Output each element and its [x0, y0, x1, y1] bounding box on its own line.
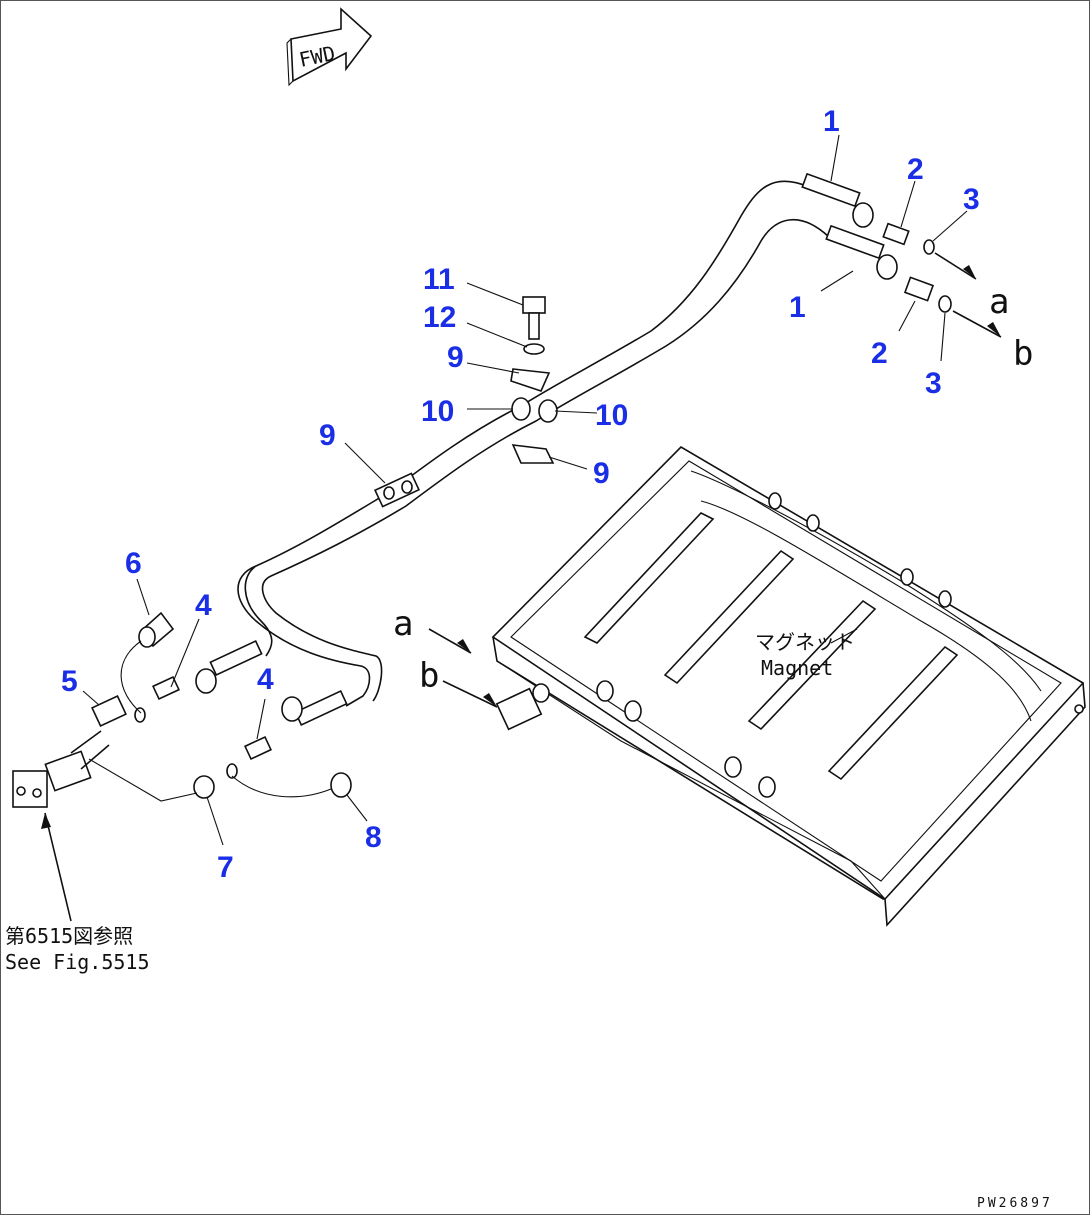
cushion-10-pair [511, 397, 558, 423]
connection-a-left: a [393, 604, 413, 644]
valve-block [12, 730, 110, 808]
fwd-label: FWD [297, 41, 337, 72]
callout-9-right: 9 [593, 457, 610, 490]
magnet-leader [830, 628, 858, 644]
callout-4-right: 4 [257, 663, 274, 696]
magnet-label-en: Magnet [761, 656, 833, 680]
magnet-bar-4 [827, 645, 959, 781]
magnet-label-ja: マグネット [755, 630, 855, 654]
fitting-4-left [152, 675, 180, 701]
callout-9-left: 9 [319, 419, 336, 452]
washer-12 [523, 343, 545, 355]
callout-1-top: 1 [823, 105, 840, 138]
callout-10-left: 10 [421, 395, 454, 428]
connection-b-left: b [419, 656, 439, 696]
hose-end-left-lower [281, 690, 348, 726]
callout-8: 8 [365, 821, 382, 854]
callout-12: 12 [423, 301, 456, 334]
o-ring-left [134, 707, 146, 723]
fwd-arrow-icon: FWD [286, 7, 373, 87]
callout-7: 7 [217, 851, 234, 884]
o-ring-right [226, 763, 238, 779]
magnet-chassis [428, 445, 1086, 927]
callout-9-top: 9 [447, 341, 464, 374]
strap-6 [120, 640, 142, 714]
plug-5 [91, 694, 127, 728]
reference-ja: 第6515図参照 [5, 924, 133, 948]
reference-leader [44, 812, 72, 922]
fitting-2-bottom [903, 276, 935, 302]
cap-8 [330, 772, 352, 798]
arrow-b-left [442, 680, 498, 708]
hose-1-top [801, 172, 874, 228]
arrow-a-top [934, 252, 977, 280]
strap-8 [231, 775, 332, 798]
plug-7 [193, 775, 215, 799]
callout-1-bottom: 1 [789, 291, 806, 324]
clamp-9-top [510, 368, 551, 392]
chassis-brackets [596, 492, 1084, 798]
bolt-11 [522, 296, 546, 340]
callout-11: 11 [423, 263, 455, 296]
callout-2-bottom: 2 [871, 337, 888, 370]
connection-b-top: b [1013, 334, 1033, 374]
clamp-9-right [511, 444, 555, 464]
callout-numbers: 1 1 2 2 3 3 4 4 5 6 7 8 9 9 9 10 10 11 1… [61, 105, 980, 884]
magnet-bar-3 [747, 599, 877, 731]
magnet-bar-2 [663, 549, 795, 685]
o-ring-3-bottom [938, 295, 952, 313]
o-ring-3-top [923, 239, 935, 255]
leader-lines [82, 134, 968, 846]
callout-4-left: 4 [195, 589, 212, 622]
hose-1-bottom [825, 224, 898, 280]
callout-2-top: 2 [907, 153, 924, 186]
hose-end-left-upper [195, 640, 263, 694]
callout-10-right: 10 [595, 399, 628, 432]
chassis-connector [495, 683, 550, 731]
callout-6: 6 [125, 547, 142, 580]
fitting-2-top [882, 222, 910, 246]
arrow-a-left [428, 628, 472, 654]
connection-a-top: a [989, 282, 1009, 322]
reference-en: See Fig.5515 [5, 950, 150, 974]
drawing-code: PW26897 [977, 1196, 1053, 1211]
clamp-9-left [374, 472, 420, 508]
callout-5: 5 [61, 665, 78, 698]
fitting-4-right [244, 735, 272, 761]
callout-3-bottom: 3 [925, 367, 942, 400]
arrow-b-top [952, 310, 1002, 338]
cap-6 [138, 611, 175, 648]
magnet-bar-1 [583, 512, 715, 644]
line-to-plug-7 [88, 758, 198, 802]
callout-3-top: 3 [963, 183, 980, 216]
